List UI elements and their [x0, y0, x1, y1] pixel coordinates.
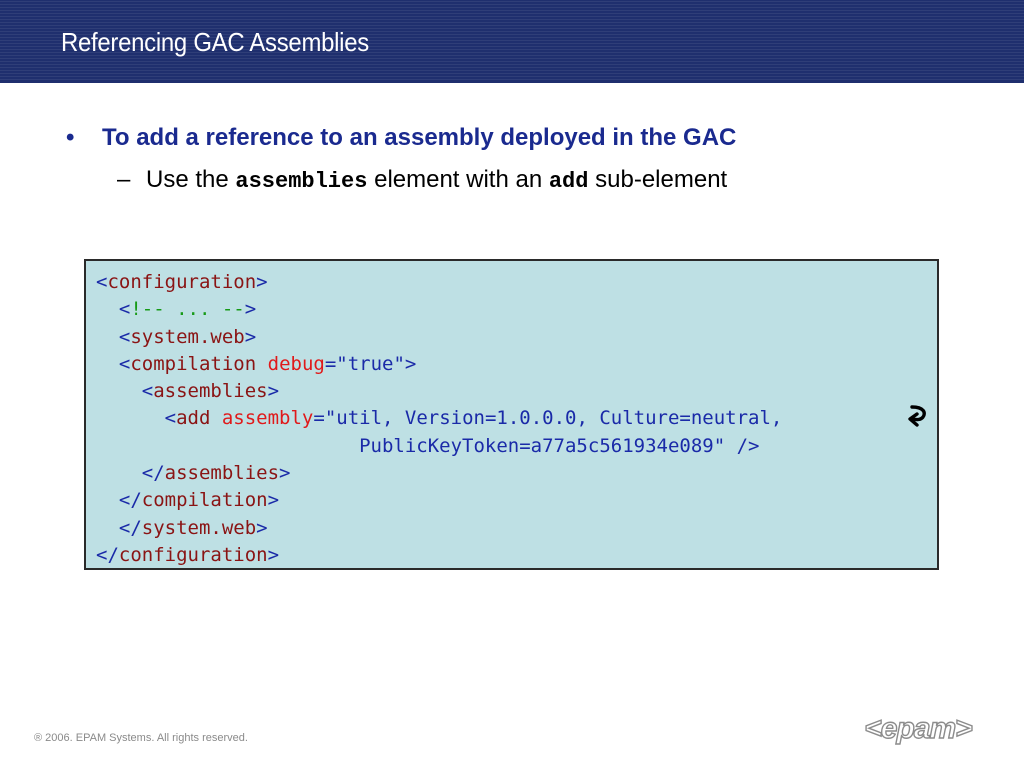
code-token: ="util, Version=1.0.0.0, Culture=neutral… [313, 407, 783, 430]
code-token: < [96, 407, 177, 430]
bullet-main-text: To add a reference to an assembly deploy… [102, 124, 737, 151]
footer-copyright: ® 2006. EPAM Systems. All rights reserve… [34, 732, 248, 744]
code-line: </configuration> [96, 544, 279, 566]
code-line: </system.web> [96, 517, 268, 539]
code-token: system.web [130, 325, 245, 348]
code-line: </compilation> [96, 489, 279, 511]
sub-bullet-text-1: Use the [146, 166, 236, 193]
code-token: </ [96, 543, 119, 566]
code-sample-box: <configuration> <!-- ... --> <system.web… [84, 259, 939, 570]
code-token: < [96, 298, 131, 321]
code-token: !-- ... -- [130, 298, 245, 321]
code-token: ="true"> [324, 352, 417, 375]
code-token: compilation [130, 352, 257, 375]
code-token: </ [96, 489, 142, 512]
code-token: > [256, 516, 268, 539]
header-bar: Referencing GAC Assemblies [0, 0, 1024, 80]
code-line: PublicKeyToken=a77a5c561934e089" /> [96, 435, 759, 457]
code-token: < [96, 325, 131, 348]
line-continuation-arrow-icon [908, 405, 926, 427]
slide-title: Referencing GAC Assemblies [61, 27, 369, 57]
code-token: configuration [118, 543, 268, 566]
code-token: < [96, 380, 154, 403]
code-line: </assemblies> [96, 462, 291, 485]
code-line: <add assembly="util, Version=1.0.0.0, Cu… [96, 407, 783, 430]
bullet-main: • To add a reference to an assembly deplo… [66, 124, 736, 152]
epam-logo-text: <epam> [864, 712, 972, 745]
assemblies-keyword: assemblies [235, 169, 368, 194]
code-token: compilation [141, 489, 268, 512]
code-token: configuration [107, 271, 257, 293]
code-line: <assemblies> [96, 380, 279, 402]
code-token [256, 353, 267, 375]
code-token: system.web [141, 516, 257, 539]
code-line: <!-- ... --> [96, 298, 256, 320]
code-token: assemblies [164, 462, 280, 485]
sub-bullet-marker: – [117, 166, 131, 193]
code-token: assemblies [153, 380, 268, 403]
header-divider [0, 80, 1024, 83]
code-token: </ [96, 462, 165, 485]
code-line: <configuration> [96, 271, 268, 293]
code-line: <compilation debug="true"> [96, 353, 416, 375]
code-token: debug [267, 352, 325, 375]
code-token: > [267, 543, 280, 566]
code-line: <system.web> [96, 326, 256, 348]
code-token: > [244, 298, 257, 321]
bullet-sub: –Use the assemblies element with an add … [117, 166, 727, 194]
add-keyword: add [548, 169, 589, 194]
sub-bullet-text-3: sub-element [588, 166, 728, 193]
code-token: </ [96, 516, 142, 539]
code-token [210, 407, 221, 429]
epam-logo: <epam> [864, 712, 974, 746]
code-token: add [176, 407, 211, 430]
sub-bullet-text-2: element with an [367, 166, 549, 193]
code-token: > [256, 271, 268, 293]
code-token: > [279, 462, 291, 485]
bullet-marker: • [66, 124, 75, 151]
code-token: > [244, 325, 257, 348]
code-block: <configuration> <!-- ... --> <system.web… [96, 269, 782, 569]
code-token: assembly [221, 407, 314, 430]
code-token: < [96, 352, 131, 375]
code-token: < [96, 271, 108, 293]
code-token: > [267, 489, 280, 512]
code-token: > [267, 380, 280, 403]
code-token: PublicKeyToken=a77a5c561934e089" /> [96, 434, 760, 457]
